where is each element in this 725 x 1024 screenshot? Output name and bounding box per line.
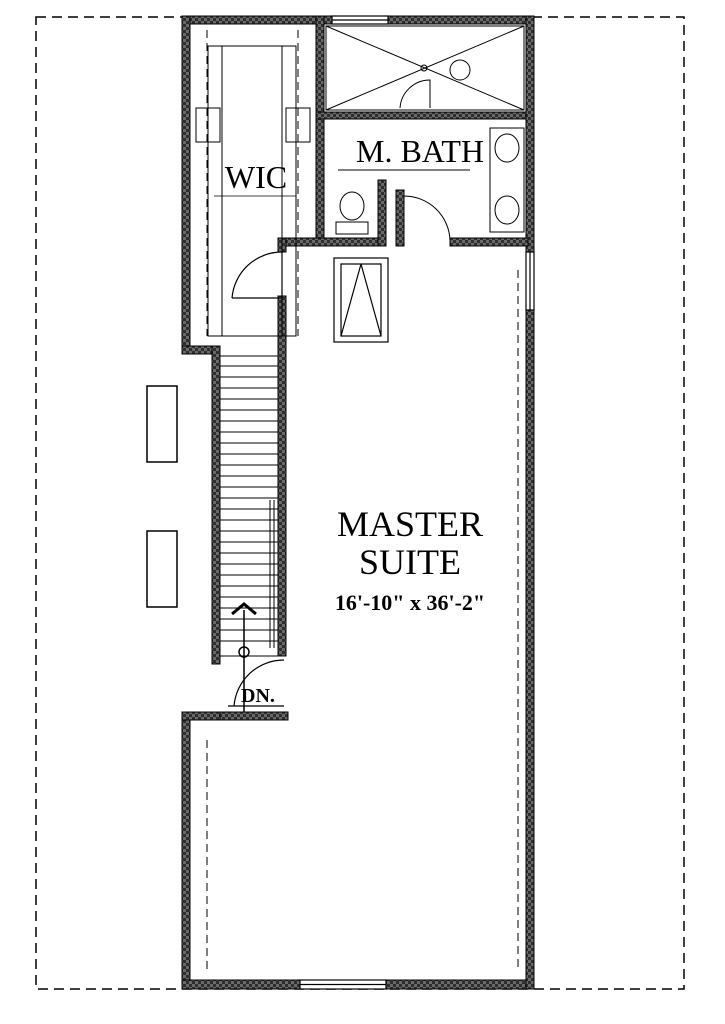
dormer-window-lower — [146, 530, 178, 608]
master-suite-label-line2: SUITE — [359, 542, 461, 582]
wic-shelving — [195, 45, 311, 337]
windows — [299, 15, 535, 990]
exterior-walls — [181, 15, 535, 990]
stairs — [219, 355, 279, 657]
attic-hatch — [333, 257, 389, 343]
interior-dashed-lines — [206, 30, 519, 972]
stair-treads — [220, 365, 278, 642]
dormer-window-upper — [146, 385, 178, 463]
stair-direction-label: DN. — [241, 685, 275, 707]
master-suite-label-line1: MASTER — [337, 504, 483, 544]
wic-label: WIC — [225, 159, 287, 195]
wic-door — [231, 251, 283, 299]
shower — [325, 25, 525, 111]
stair-door — [228, 659, 285, 707]
master-bath-label: M. BATH — [356, 133, 484, 169]
master-suite-dimensions: 16'-10" x 36'-2" — [335, 590, 485, 615]
interior-walls — [277, 15, 529, 657]
stair-arrow — [231, 602, 257, 712]
bath-fixtures — [335, 127, 525, 241]
